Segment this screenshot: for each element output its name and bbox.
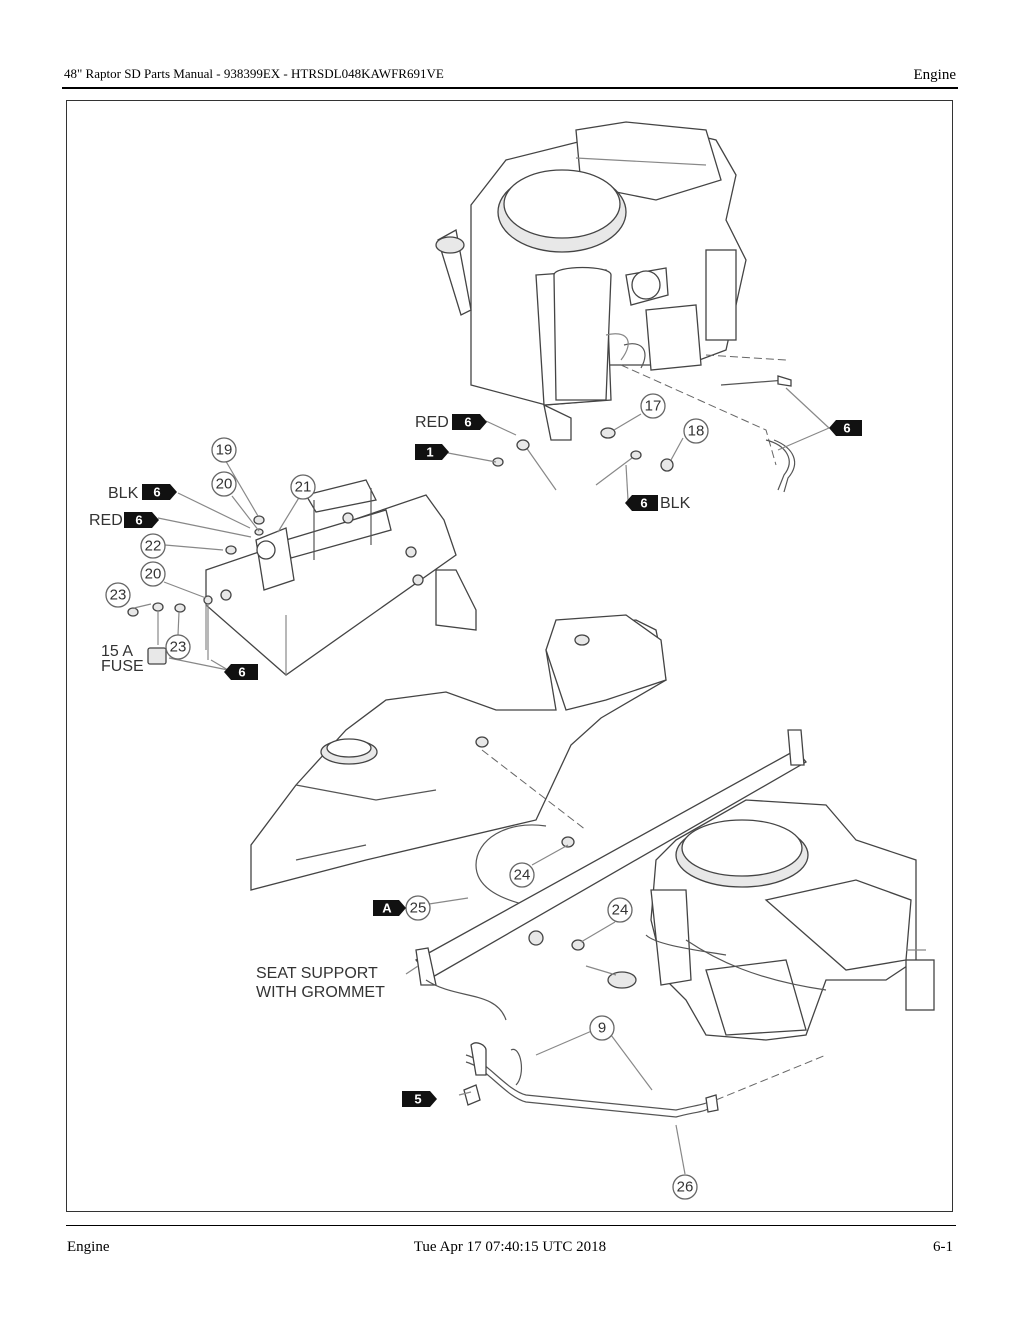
svg-text:17: 17 (645, 398, 662, 415)
page-number: 6-1 (933, 1239, 953, 1255)
callout-20: 20 (211, 471, 237, 497)
top-engine (435, 121, 796, 493)
svg-text:6: 6 (135, 513, 142, 528)
svg-text:6: 6 (238, 665, 245, 680)
tag-6-blk-left: 6 (142, 484, 177, 500)
header-section: Engine (913, 67, 957, 83)
callout-19: 19 (211, 437, 237, 463)
tag-6-blk-top: 6 (625, 495, 658, 511)
svg-text:19: 19 (216, 442, 233, 459)
callout-20: 20 (140, 561, 166, 587)
seat-support-label-line2: WITH GROMMET (256, 984, 385, 1001)
tag-6-red-left: 6 (124, 512, 159, 528)
wire-label-blk-left: BLK (108, 485, 139, 502)
svg-text:A: A (382, 901, 392, 916)
svg-text:22: 22 (145, 538, 162, 555)
header-title: 48" Raptor SD Parts Manual - 938399EX - … (64, 66, 444, 81)
tag-6-red-top: 6 (452, 414, 487, 430)
tag-1: 1 (415, 444, 449, 460)
callout-25: 25 (405, 895, 431, 921)
fuel-line (463, 1042, 827, 1118)
header-rule (62, 87, 958, 89)
svg-text:21: 21 (295, 479, 312, 496)
svg-text:18: 18 (688, 423, 705, 440)
fuse-wiring (127, 515, 265, 665)
svg-text:20: 20 (145, 566, 162, 583)
svg-text:6: 6 (640, 496, 647, 511)
footer-timestamp: Tue Apr 17 07:40:15 UTC 2018 (413, 1239, 607, 1255)
callout-23: 23 (165, 634, 191, 660)
seat-support (414, 729, 807, 1021)
wire-label-red-top: RED (415, 414, 449, 431)
seat-support-label-line1: SEAT SUPPORT (256, 965, 378, 982)
svg-text:5: 5 (414, 1092, 421, 1107)
svg-text:20: 20 (216, 476, 233, 493)
svg-text:26: 26 (677, 1179, 694, 1196)
svg-text:1: 1 (426, 445, 433, 460)
fuse-label-line1: 15 A (101, 643, 133, 660)
svg-text:25: 25 (410, 900, 427, 917)
callout-18: 18 (683, 418, 709, 444)
footer-rule (66, 1225, 956, 1226)
callout-22: 22 (140, 533, 166, 559)
svg-text:24: 24 (514, 867, 531, 884)
top-fasteners (492, 427, 674, 491)
starter-bracket (205, 479, 477, 676)
svg-text:6: 6 (843, 421, 850, 436)
svg-text:6: 6 (153, 485, 160, 500)
callout-9: 9 (589, 1015, 615, 1041)
svg-text:9: 9 (598, 1020, 606, 1037)
diagram-frame (66, 100, 953, 1212)
footer-section: Engine (67, 1239, 110, 1255)
wire-label-blk-top: BLK (660, 495, 691, 512)
callout-17: 17 (640, 393, 666, 419)
leader-lines (133, 387, 830, 1175)
fuel-tank (250, 614, 667, 906)
svg-text:23: 23 (110, 587, 127, 604)
callout-24: 24 (607, 897, 633, 923)
tag-a: A (373, 900, 406, 916)
fuse-label-line2: FUSE (101, 658, 144, 675)
tag-6-right: 6 (829, 420, 862, 436)
callout-23: 23 (105, 582, 131, 608)
callout-21: 21 (290, 474, 316, 500)
tag-6-fuse: 6 (224, 664, 258, 680)
svg-text:23: 23 (170, 639, 187, 656)
callout-26: 26 (672, 1174, 698, 1200)
tag-5: 5 (402, 1091, 437, 1107)
bottom-engine (585, 799, 935, 1041)
svg-text:24: 24 (612, 902, 629, 919)
svg-text:6: 6 (464, 415, 471, 430)
engine-exploded-diagram: 17 18 19 20 21 22 20 23 23 24 24 25 (89, 121, 935, 1200)
wire-label-red-left: RED (89, 512, 123, 529)
callout-24: 24 (509, 862, 535, 888)
